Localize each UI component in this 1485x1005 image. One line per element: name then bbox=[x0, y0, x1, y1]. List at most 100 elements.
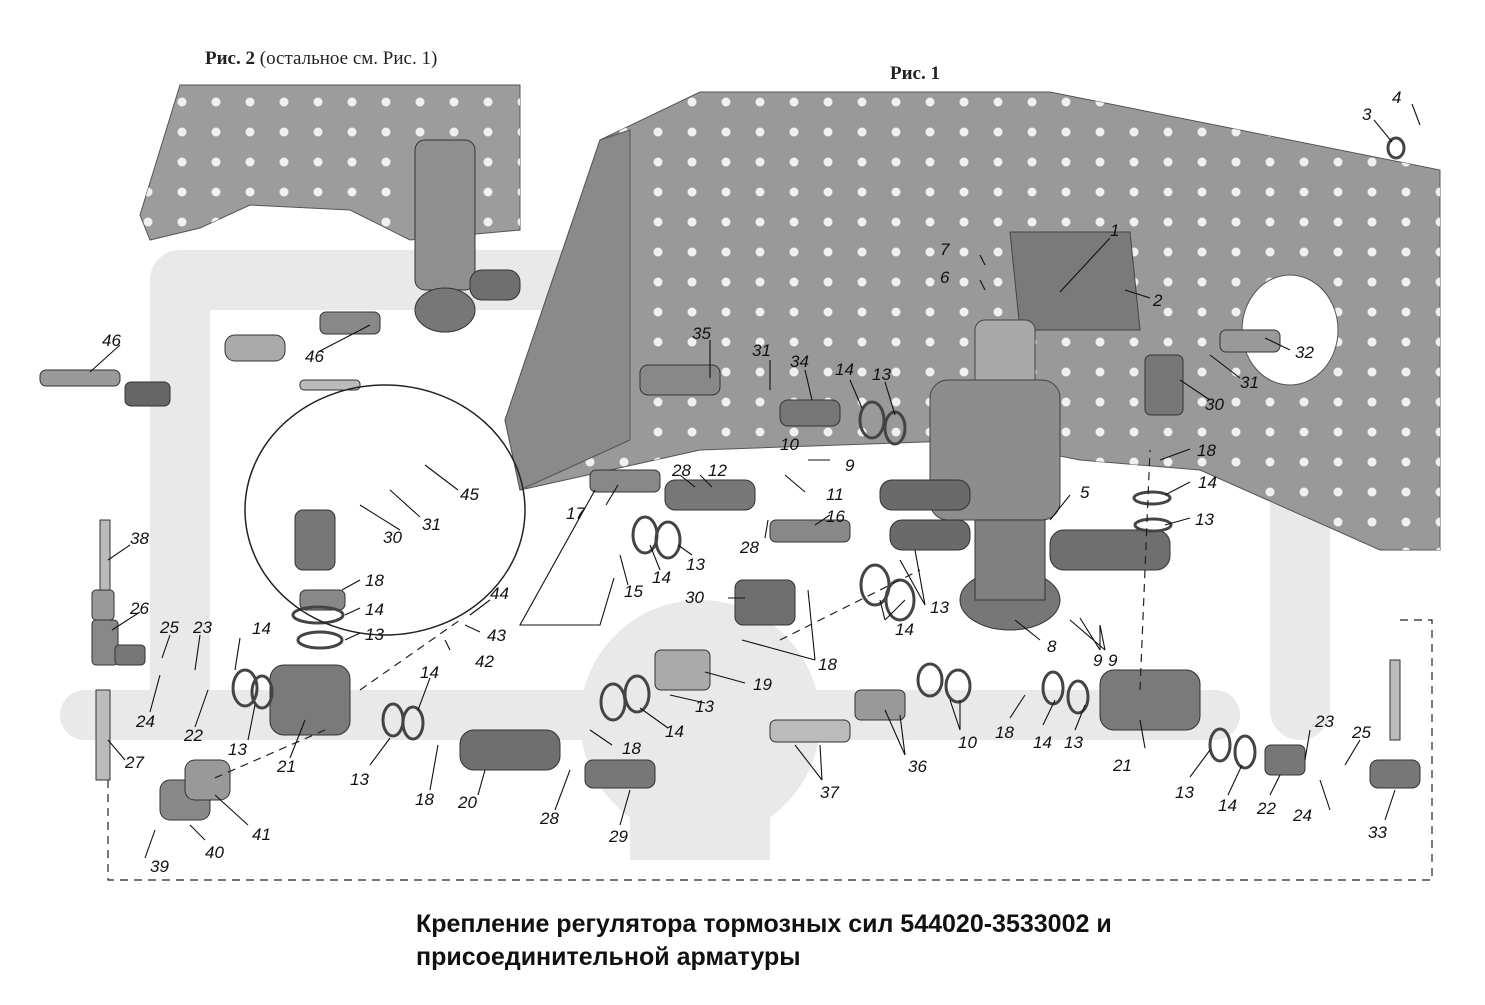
callout-6: 6 bbox=[940, 268, 950, 287]
callout-8: 8 bbox=[1047, 637, 1057, 656]
callout-10a: 10 bbox=[780, 435, 799, 454]
callout-14e: 14 bbox=[365, 600, 384, 619]
callout-19: 19 bbox=[753, 675, 772, 694]
callout-37: 37 bbox=[820, 783, 839, 802]
callout-30a: 30 bbox=[383, 528, 402, 547]
callout-13a: 13 bbox=[872, 365, 891, 384]
callout-36: 36 bbox=[908, 757, 927, 776]
callout-34: 34 bbox=[790, 352, 809, 371]
callout-31b: 31 bbox=[752, 341, 771, 360]
callout-27: 27 bbox=[124, 753, 144, 772]
callout-28c: 28 bbox=[539, 809, 559, 828]
fig2-title: Рис. 2 (остальное см. Рис. 1) bbox=[205, 48, 438, 69]
fig1-title: Рис. 1 bbox=[890, 63, 940, 84]
callout-30b: 30 bbox=[685, 588, 704, 607]
callout-24b: 24 bbox=[1292, 806, 1312, 825]
callout-38: 38 bbox=[130, 529, 149, 548]
callout-14b: 14 bbox=[1198, 473, 1217, 492]
callout-9a: 9 bbox=[845, 456, 855, 475]
callout-18f: 18 bbox=[995, 723, 1014, 742]
callout-1: 1 bbox=[1110, 221, 1119, 240]
callout-45: 45 bbox=[460, 485, 479, 504]
callout-31a: 31 bbox=[422, 515, 441, 534]
fittings bbox=[39, 311, 1421, 821]
callout-13i: 13 bbox=[1064, 733, 1083, 752]
callout-14c: 14 bbox=[652, 568, 671, 587]
callout-22b: 22 bbox=[1256, 799, 1276, 818]
callout-30c: 30 bbox=[1205, 395, 1224, 414]
callout-9b: 9 bbox=[1093, 651, 1103, 670]
callout-33: 33 bbox=[1368, 823, 1387, 842]
callout-10b: 10 bbox=[958, 733, 977, 752]
callout-25a: 25 bbox=[159, 618, 179, 637]
callout-18c: 18 bbox=[818, 655, 837, 674]
callout-18b: 18 bbox=[365, 571, 384, 590]
callout-13g: 13 bbox=[350, 770, 369, 789]
callout-13j: 13 bbox=[1175, 783, 1194, 802]
callout-13h: 13 bbox=[695, 697, 714, 716]
callout-41: 41 bbox=[252, 825, 271, 844]
callout-18a: 18 bbox=[1197, 441, 1216, 460]
callout-31c: 31 bbox=[1240, 373, 1259, 392]
callout-2: 2 bbox=[1152, 291, 1163, 310]
fig2-regulator bbox=[414, 139, 521, 333]
callout-14a: 14 bbox=[835, 360, 854, 379]
callout-39: 39 bbox=[150, 857, 169, 876]
callout-20: 20 bbox=[457, 793, 477, 812]
callout-16: 16 bbox=[826, 507, 845, 526]
callout-13d: 13 bbox=[930, 598, 949, 617]
brake-force-regulator bbox=[879, 231, 1171, 631]
dashed-leaders bbox=[107, 449, 1433, 881]
callout-40: 40 bbox=[205, 843, 224, 862]
callout-25b: 25 bbox=[1351, 723, 1371, 742]
callout-4: 4 bbox=[1392, 88, 1401, 107]
callout-23a: 23 bbox=[192, 618, 212, 637]
callout-32: 32 bbox=[1295, 343, 1314, 362]
leader-lines bbox=[89, 103, 1421, 859]
callout-14j: 14 bbox=[1218, 796, 1237, 815]
detail-zoom-circle bbox=[244, 384, 526, 636]
callout-44: 44 bbox=[490, 584, 509, 603]
callout-14d: 14 bbox=[895, 620, 914, 639]
caption-line-1: Крепление регулятора тормозных сил 54402… bbox=[416, 910, 1112, 938]
callout-13e: 13 bbox=[365, 625, 384, 644]
callout-42: 42 bbox=[475, 652, 494, 671]
callout-13f: 13 bbox=[228, 740, 247, 759]
caption-line-2: присоединительной арматуры bbox=[416, 943, 801, 971]
callout-7: 7 bbox=[940, 240, 950, 259]
callout-28a: 28 bbox=[671, 461, 691, 480]
callout-43: 43 bbox=[487, 626, 506, 645]
callout-14h: 14 bbox=[665, 722, 684, 741]
callout-12: 12 bbox=[708, 461, 727, 480]
callout-21a: 21 bbox=[276, 757, 296, 776]
callout-46a: 46 bbox=[102, 331, 121, 350]
callout-14i: 14 bbox=[1033, 733, 1052, 752]
fig1-frame-rail bbox=[504, 91, 1441, 551]
callout-15: 15 bbox=[624, 582, 643, 601]
callout-13c: 13 bbox=[686, 555, 705, 574]
callout-9c: 9 bbox=[1108, 651, 1118, 670]
callout-23b: 23 bbox=[1314, 712, 1334, 731]
callout-17: 17 bbox=[566, 504, 585, 523]
callout-35: 35 bbox=[692, 324, 711, 343]
callout-29: 29 bbox=[608, 827, 628, 846]
callout-46b: 46 bbox=[305, 347, 324, 366]
callout-11: 11 bbox=[826, 485, 844, 504]
callout-26: 26 bbox=[129, 599, 149, 618]
callout-18e: 18 bbox=[415, 790, 434, 809]
callout-5: 5 bbox=[1080, 483, 1090, 502]
callout-21b: 21 bbox=[1112, 756, 1132, 775]
callout-18d: 18 bbox=[622, 739, 641, 758]
callout-14g: 14 bbox=[420, 663, 439, 682]
callout-28b: 28 bbox=[739, 538, 759, 557]
callout-labels: 1 2 3 4 5 6 7 8 9 9 9 10 10 10 11 12 13 … bbox=[102, 88, 1401, 876]
callout-3: 3 bbox=[1362, 105, 1372, 124]
callout-13b: 13 bbox=[1195, 510, 1214, 529]
callout-24a: 24 bbox=[135, 712, 155, 731]
callout-22a: 22 bbox=[183, 726, 203, 745]
washers bbox=[231, 136, 1406, 770]
diagram-caption: Крепление регулятора тормозных сил 54402… bbox=[416, 908, 1112, 974]
callout-14f: 14 bbox=[252, 619, 271, 638]
